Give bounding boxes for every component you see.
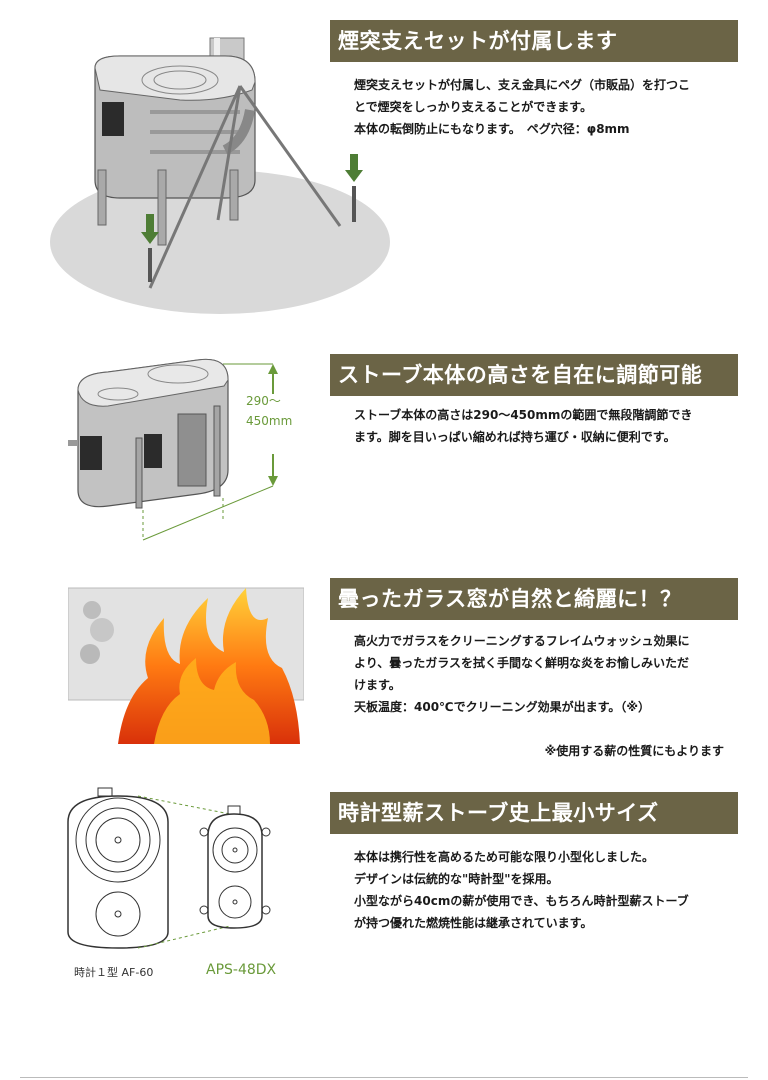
section-height-adjust: ストーブ本体の高さを自在に調節可能 ストーブ本体の高さは290～450mmの範囲… xyxy=(0,340,768,560)
body-line: とで煙突をしっかり支えることができます。 xyxy=(354,100,593,114)
footnote: ※使用する薪の性質にもよります xyxy=(544,744,724,758)
section-body: 煙突支えセットが付属し、支え金具にペグ（市販品）を打つこ とで煙突をしっかり支え… xyxy=(354,74,734,140)
body-line: 小型ながら40cmの薪が使用でき、もちろん時計型薪ストーブ xyxy=(354,894,689,908)
flame-window-illustration xyxy=(68,587,304,744)
section-body: ストーブ本体の高さは290～450mmの範囲で無段階調節でき ます。脚を目いっぱ… xyxy=(354,404,734,448)
label-af-60: 時計１型 AF-60 xyxy=(74,966,154,979)
section-title: 時計型薪ストーブ史上最小サイズ xyxy=(330,792,738,834)
body-line: ストーブ本体の高さは290～450mmの範囲で無段階調節でき xyxy=(354,408,693,422)
body-line: が持つ優れた燃焼性能は継承されています。 xyxy=(354,916,593,930)
body-line: 煙突支えセットが付属し、支え金具にペグ（市販品）を打つこ xyxy=(354,78,691,92)
height-dimension-bottom: 450mm xyxy=(246,414,293,428)
adjustable-stove-illustration xyxy=(68,358,278,541)
section-smallest-size: 時計型薪ストーブ史上最小サイズ 本体は携行性を高めるため可能な限り小型化しました… xyxy=(0,780,768,1000)
body-line: 本体は携行性を高めるため可能な限り小型化しました。 xyxy=(354,850,655,864)
body-line: デザインは伝統的な"時計型"を採用。 xyxy=(354,872,559,886)
section-chimney-support: 煙突支えセットが付属します 煙突支えセットが付属し、支え金具にペグ（市販品）を打… xyxy=(0,0,768,330)
section-title: 曇ったガラス窓が自然と綺麗に！？ xyxy=(330,578,738,620)
footer-divider xyxy=(20,1077,748,1078)
section-title: ストーブ本体の高さを自在に調節可能 xyxy=(330,354,738,396)
body-line: ます。脚を目いっぱい縮めれば持ち運び・収納に便利です。 xyxy=(354,430,676,444)
section-body: 高火力でガラスをクリーニングするフレイムウォッシュ効果に より、曇ったガラスを拭… xyxy=(354,630,734,718)
body-line: けます。 xyxy=(354,678,401,692)
label-aps-48dx: APS-48DX xyxy=(206,962,277,978)
section-flame-wash: 曇ったガラス窓が自然と綺麗に！？ 高火力でガラスをクリーニングするフレイムウォッ… xyxy=(0,570,768,770)
body-line: 高火力でガラスをクリーニングするフレイムウォッシュ効果に xyxy=(354,634,690,648)
body-line: 本体の転倒防止にもなります。 ペグ穴径：φ8mm xyxy=(354,122,630,136)
body-line: 天板温度：400℃でクリーニング効果が出ます。（※） xyxy=(354,700,651,714)
section-title: 煙突支えセットが付属します xyxy=(330,20,738,62)
height-dimension-top: 290～ xyxy=(246,394,281,408)
stove-with-chimney-support-illustration xyxy=(50,37,390,314)
body-line: より、曇ったガラスを拭く手間なく鮮明な炎をお愉しみいただ xyxy=(354,656,690,670)
section-body: 本体は携行性を高めるため可能な限り小型化しました。 デザインは伝統的な"時計型"… xyxy=(354,846,734,934)
size-comparison-illustration xyxy=(67,787,271,949)
